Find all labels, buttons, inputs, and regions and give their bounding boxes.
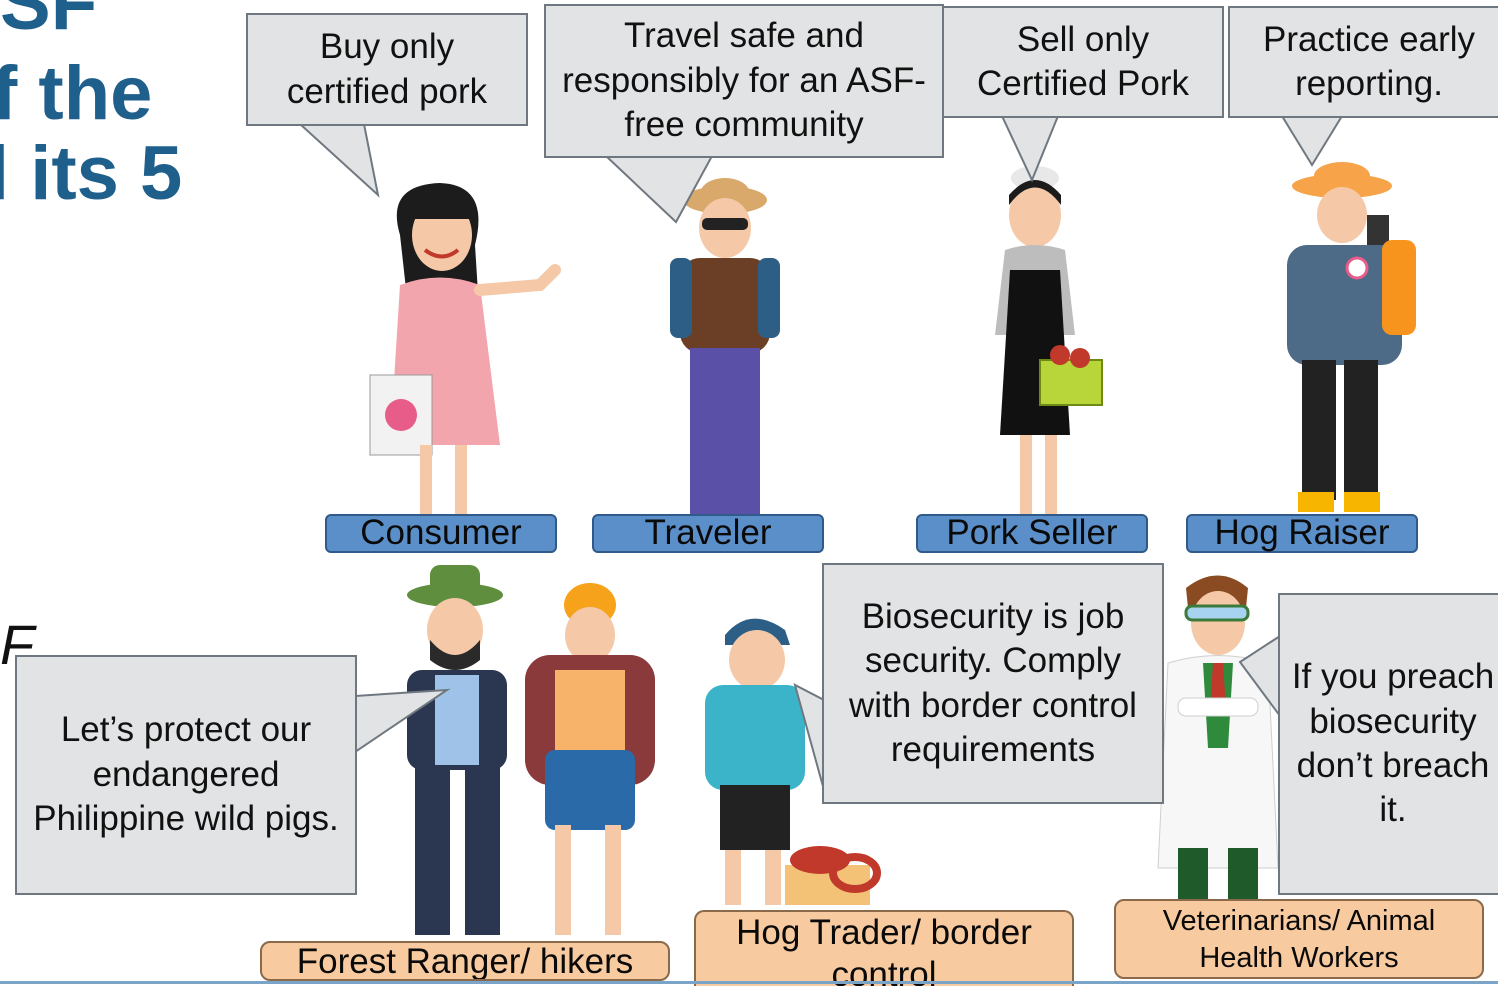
hog-trader-label: Hog Trader/ border control [694,910,1074,986]
raiser-speech-bubble: Practice early reporting. [1228,6,1498,118]
consumer-label: Consumer [325,514,557,553]
traveler-illustration [670,178,780,518]
consumer-illustration [369,183,561,520]
title-fragment-1: SF [0,0,98,46]
pork-seller-label: Pork Seller [916,514,1148,553]
veterinarian-illustration [1157,575,1279,903]
traveler-label: Traveler [592,514,824,553]
hog-raiser-illustration [1287,162,1416,512]
pork-seller-illustration [995,166,1103,515]
forest-ranger-label: Forest Ranger/ hikers [260,941,670,981]
title-fragment-3: l its 5 [0,131,183,216]
traveler-speech-bubble: Travel safe and responsibly for an ASF-f… [544,4,944,158]
trader-speech-bubble: Biosecurity is job security. Comply with… [822,563,1164,804]
vet-speech-bubble: If you preach biosecurity don’t breach i… [1278,593,1498,895]
ranger-speech-bubble: Let’s protect our endangered Philippine … [15,655,357,895]
hog-trader-illustration [705,618,881,905]
consumer-speech-bubble: Buy only certified pork [246,13,528,126]
footer-rule [0,981,1498,984]
hog-raiser-label: Hog Raiser [1186,514,1418,553]
title-fragment-2: f the [0,51,153,136]
veterinarians-label: Veterinarians/ Animal Health Workers [1114,899,1484,979]
seller-speech-bubble: Sell only Certified Pork [942,6,1224,118]
